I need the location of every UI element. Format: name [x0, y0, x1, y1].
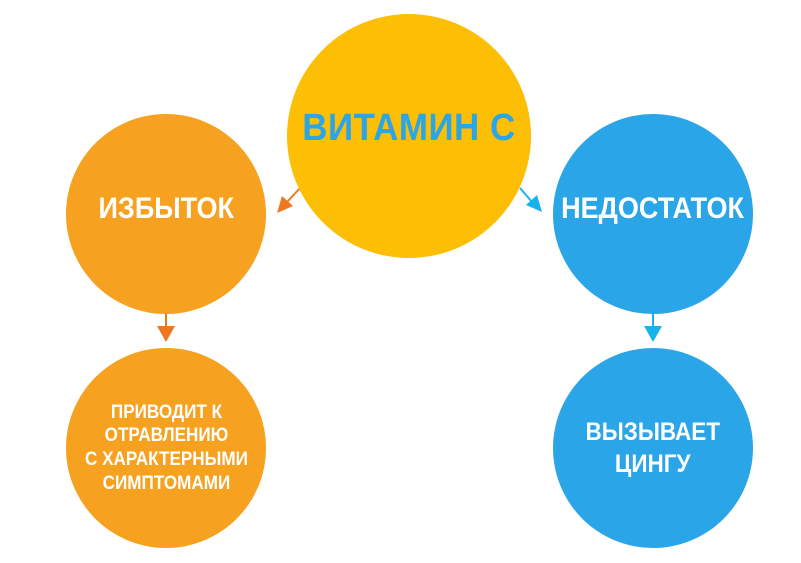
- poisoning-line-1: ПРИВОДИТ К: [110, 401, 222, 423]
- vitamin-c-label: ВИТАМИН С: [302, 106, 516, 149]
- excess-label: ИЗБЫТОК: [98, 192, 234, 225]
- arrow-excess-to-poisoning: [157, 314, 175, 342]
- poisoning-node: ПРИВОДИТ К ОТРАВЛЕНИЮ С ХАРАКТЕРНЫМИ СИМ…: [66, 348, 266, 548]
- arrow-center-to-excess: [277, 187, 301, 213]
- vitamin-c-node: ВИТАМИН С: [287, 14, 531, 258]
- arrow-deficit-to-scurvy: [644, 314, 662, 342]
- scurvy-text: ВЫЗЫВАЕТ ЦИНГУ: [586, 416, 721, 481]
- excess-node: ИЗБЫТОК: [66, 114, 266, 314]
- deficit-node: НЕДОСТАТОК: [553, 114, 753, 314]
- arrow-center-to-deficit: [519, 187, 542, 212]
- poisoning-text: ПРИВОДИТ К ОТРАВЛЕНИЮ С ХАРАКТЕРНЫМИ СИМ…: [85, 401, 248, 496]
- scurvy-line-2: ЦИНГУ: [615, 450, 691, 478]
- poisoning-line-2: ОТРАВЛЕНИЮ: [104, 425, 228, 447]
- poisoning-line-3: С ХАРАКТЕРНЫМИ: [84, 449, 248, 470]
- scurvy-node: ВЫЗЫВАЕТ ЦИНГУ: [553, 348, 753, 548]
- poisoning-line-4: СИМПТОМАМИ: [102, 472, 230, 494]
- deficit-label: НЕДОСТАТОК: [561, 192, 745, 225]
- scurvy-line-1: ВЫЗЫВАЕТ: [585, 417, 721, 446]
